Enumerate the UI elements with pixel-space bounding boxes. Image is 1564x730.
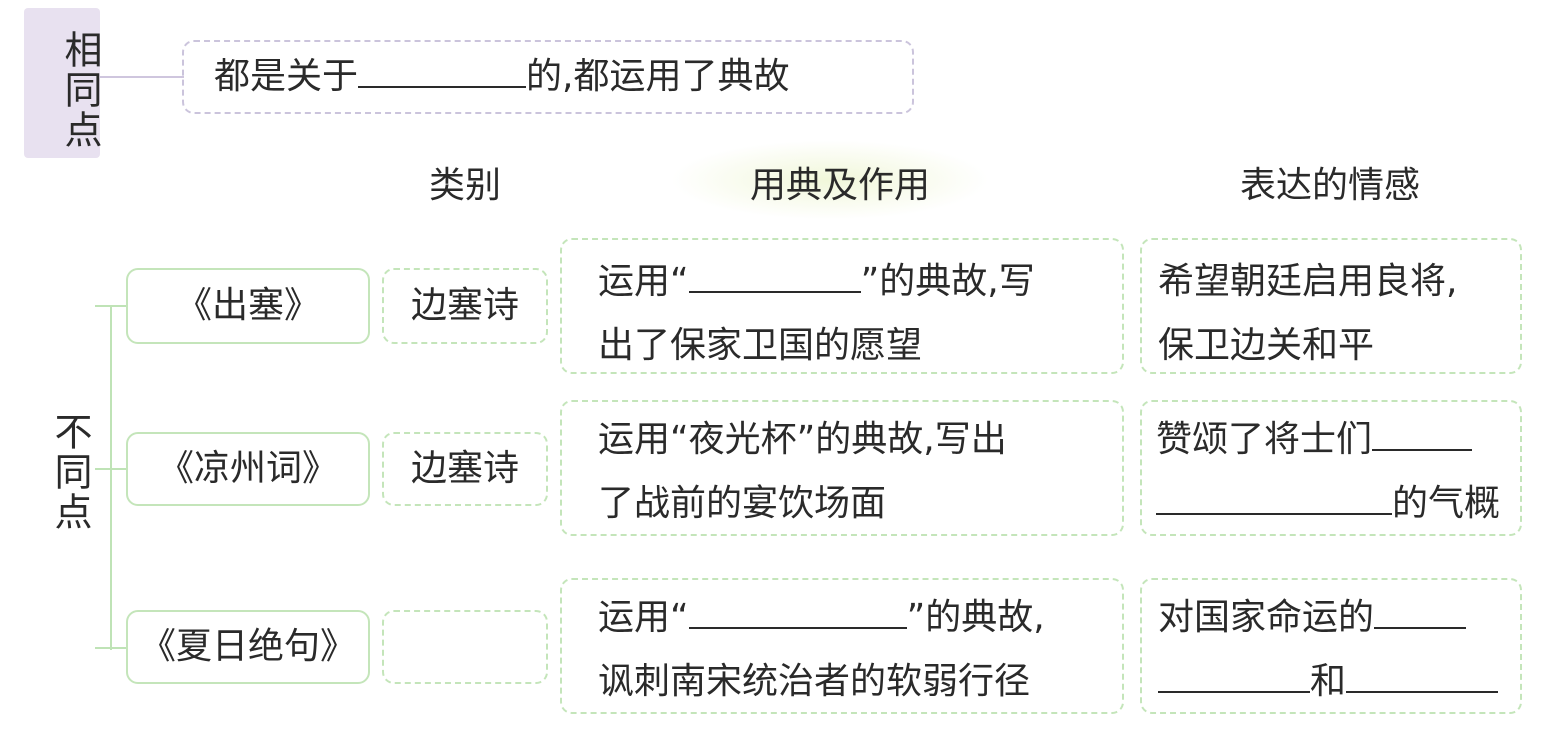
header-allusion: 用典及作用 (749, 165, 930, 206)
row2-allusion-line2: 了战前的宴饮场面 (598, 483, 887, 524)
row1-allusion-line1: 运用“ ”的典故,写 (598, 250, 1122, 314)
row2-emotion-line2: 的气概 (1156, 472, 1520, 536)
row3-emotion-blank1[interactable] (1374, 591, 1467, 629)
row3-emotion-blank2[interactable] (1158, 655, 1310, 693)
row3-allusion-blank[interactable] (688, 591, 907, 629)
row1-allusion-text-after: ”的典故,写 (860, 261, 1035, 302)
row3-allusion-text-after: ”的典故, (906, 597, 1045, 638)
row3-connector (95, 647, 127, 649)
row2-category-box: 边塞诗 (382, 432, 548, 506)
row2-emotion-text: 赞颂了将士们 (1156, 419, 1373, 460)
row2-emotion-text-after: 的气概 (1392, 483, 1501, 524)
row2-connector (95, 468, 127, 470)
header-emotion: 表达的情感 (1239, 165, 1420, 206)
row3-title-box: 《夏日绝句》 (126, 610, 370, 684)
row1-allusion-box: 运用“ ”的典故,写 出了保家卫国的愿望 (560, 238, 1124, 374)
row3-allusion-line2: 讽刺南宋统治者的软弱行径 (598, 661, 1031, 702)
row2-emotion-blank2[interactable] (1156, 477, 1392, 515)
same-point-label: 相同点 (24, 8, 102, 158)
diff-vertical-connector (110, 305, 112, 650)
row3-category-box[interactable] (382, 610, 548, 684)
row3-emotion-box: 对国家命运的 和 (1140, 578, 1522, 714)
row1-title-box: 《出塞》 (126, 268, 370, 344)
row1-emotion-line1: 希望朝廷启用良将, (1158, 261, 1458, 302)
row3-allusion-text-before: 运用“ (598, 597, 689, 638)
row2-emotion-line1: 赞颂了将士们 (1156, 408, 1520, 472)
row3-allusion-line1: 运用“ ”的典故, (598, 586, 1122, 650)
row2-title-box: 《凉州词》 (126, 432, 370, 506)
same-connector (100, 76, 184, 78)
row1-connector (95, 305, 127, 307)
row1-allusion-text-before: 运用“ (598, 261, 689, 302)
row1-emotion-line2: 保卫边关和平 (1158, 325, 1375, 366)
row2-allusion-box: 运用“夜光杯”的典故,写出 了战前的宴饮场面 (560, 400, 1124, 536)
row2-allusion-line1: 运用“夜光杯”的典故,写出 (598, 419, 1007, 460)
row1-emotion-box: 希望朝廷启用良将, 保卫边关和平 (1140, 238, 1522, 374)
row3-emotion-text-mid: 和 (1310, 661, 1347, 702)
row3-emotion-line2: 和 (1158, 650, 1520, 714)
row3-emotion-text: 对国家命运的 (1158, 597, 1375, 638)
row1-category-box: 边塞诗 (382, 268, 548, 344)
header-glow (670, 140, 990, 220)
header-category: 类别 (428, 165, 501, 206)
row2-emotion-blank1[interactable] (1372, 413, 1473, 451)
row3-emotion-line1: 对国家命运的 (1158, 586, 1520, 650)
same-point-text-after: 的,都运用了典故 (526, 56, 790, 97)
same-point-text-before: 都是关于 (214, 56, 359, 97)
row2-emotion-box: 赞颂了将士们 的气概 (1140, 400, 1522, 536)
row1-allusion-line2: 出了保家卫国的愿望 (598, 325, 923, 366)
row1-allusion-blank[interactable] (688, 255, 861, 293)
row3-allusion-box: 运用“ ”的典故, 讽刺南宋统治者的软弱行径 (560, 578, 1124, 714)
row3-emotion-blank3[interactable] (1346, 655, 1499, 693)
same-point-blank[interactable] (358, 50, 527, 88)
diff-point-label: 不同点 (48, 412, 92, 532)
same-point-box: 都是关于 的,都运用了典故 (182, 40, 914, 114)
